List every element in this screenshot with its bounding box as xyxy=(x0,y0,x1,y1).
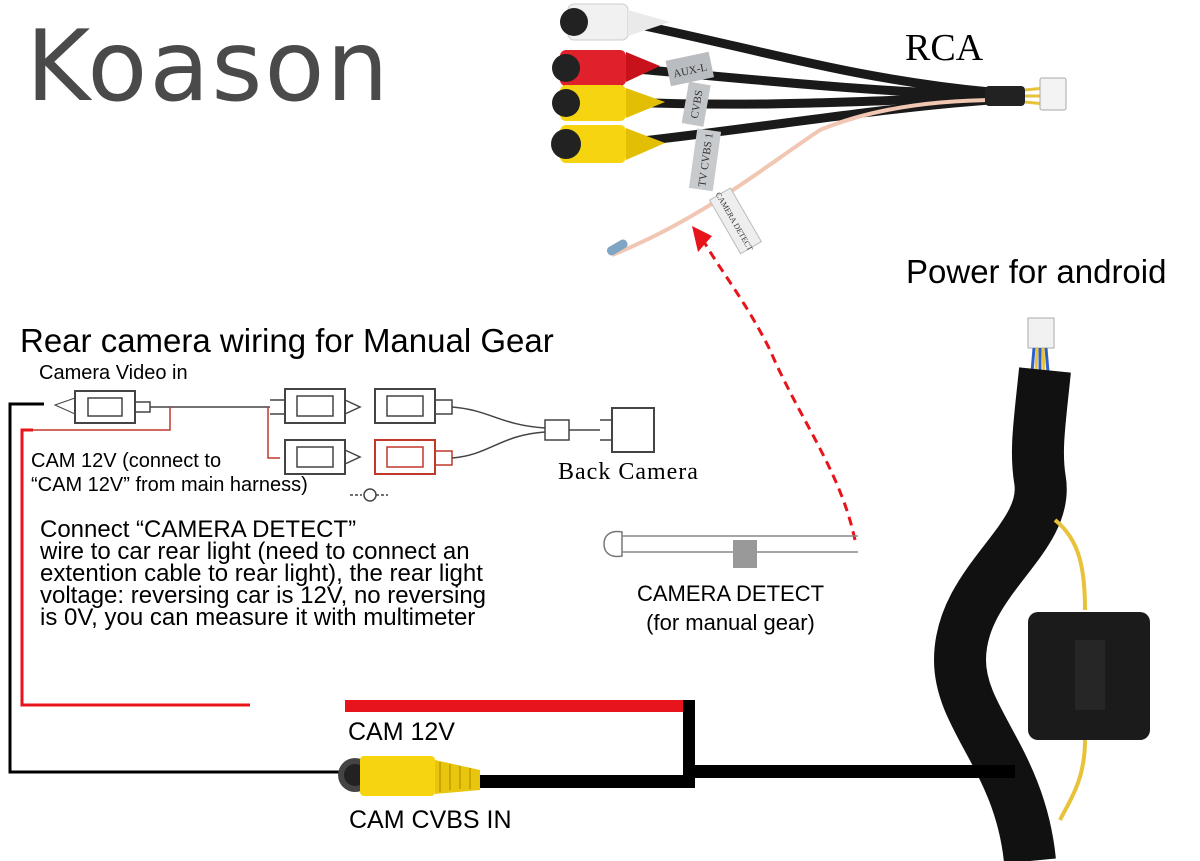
cable-tag-tv-cvbs: TV CVBS 1 xyxy=(688,128,722,192)
camera-detect-subtitle: (for manual gear) xyxy=(646,609,815,635)
rca-plug-yellow-1 xyxy=(552,85,665,121)
back-camera-label: Back Camera xyxy=(558,459,699,485)
detect-wire-top xyxy=(611,98,1001,257)
detect-note-line-1: Connect “CAMERA DETECT” xyxy=(40,516,357,543)
rca-plug-yellow-2 xyxy=(551,125,665,163)
svg-text:CVBS: CVBS xyxy=(689,89,706,119)
cam-plug-top xyxy=(374,388,436,424)
detect-note-line-2: wire to car rear light (need to connect … xyxy=(40,538,470,566)
cvbs-rca-plug xyxy=(338,756,480,796)
diagram-heading: Rear camera wiring for Manual Gear xyxy=(20,322,554,359)
brand-logo: Koason xyxy=(26,10,391,124)
cam12-note: CAM 12V (connect to “CAM 12V” from main … xyxy=(31,449,308,497)
rca-cable-1 xyxy=(639,20,991,97)
cam12-note-line-1: CAM 12V (connect to xyxy=(31,450,222,472)
power-harness xyxy=(933,317,1150,861)
back-camera-body xyxy=(611,407,655,453)
rca-label: RCA xyxy=(905,27,984,69)
video-in-plug xyxy=(74,390,136,424)
camera-detect-title: CAMERA DETECT xyxy=(637,581,825,606)
rca-plug-red xyxy=(552,50,660,86)
rca-plug-white xyxy=(560,3,670,41)
mid-plug-bottom xyxy=(284,439,346,475)
power-label: Power for android xyxy=(906,253,1167,290)
camera-cable-diagram xyxy=(33,388,655,502)
red-power-wire-main xyxy=(345,700,685,712)
wire-routing xyxy=(8,402,1015,788)
cam-cvbs-in-label: CAM CVBS IN xyxy=(349,806,512,834)
black-wire-to-harness xyxy=(690,765,1015,778)
rca-cable-3 xyxy=(624,92,991,109)
black-signal-wire-main xyxy=(478,775,690,788)
red-power-wire-left xyxy=(20,428,250,707)
power-connector xyxy=(1027,317,1055,349)
harness-bundle xyxy=(985,86,1025,106)
mid-plug-top xyxy=(284,388,346,424)
cam12-note-line-2: “CAM 12V” from main harness) xyxy=(31,474,308,496)
detect-note-line-5: is 0V, you can measure it with multimete… xyxy=(40,604,476,632)
detect-arrow xyxy=(692,226,857,541)
cable-tag-aux: AUX-L xyxy=(665,51,715,87)
detect-note-line-4: voltage: reversing car is 12V, no revers… xyxy=(40,582,487,610)
detect-note-line-3: extention cable to rear light), the rear… xyxy=(40,560,483,588)
power-cable-sheath xyxy=(933,367,1071,861)
detect-wire-tip xyxy=(606,239,628,256)
camera-video-in-label: Camera Video in xyxy=(39,362,188,384)
cam-12v-label: CAM 12V xyxy=(348,718,455,746)
harness-connector xyxy=(1039,77,1067,111)
cam-plug-bottom xyxy=(374,439,436,475)
rca-harness: AUX-L CVBS TV CVBS 1 CAMERA DETECT xyxy=(551,3,1067,257)
camera-detect-wire xyxy=(603,530,858,568)
camera-detect-note: Connect “CAMERA DETECT” wire to car rear… xyxy=(40,516,487,632)
cable-tag-detect: CAMERA DETECT xyxy=(708,187,763,255)
cable-tag-cvbs: CVBS xyxy=(681,81,711,127)
black-signal-wire-left xyxy=(8,402,342,774)
camera-detect-label: CAMERA DETECT (for manual gear) xyxy=(637,580,824,637)
